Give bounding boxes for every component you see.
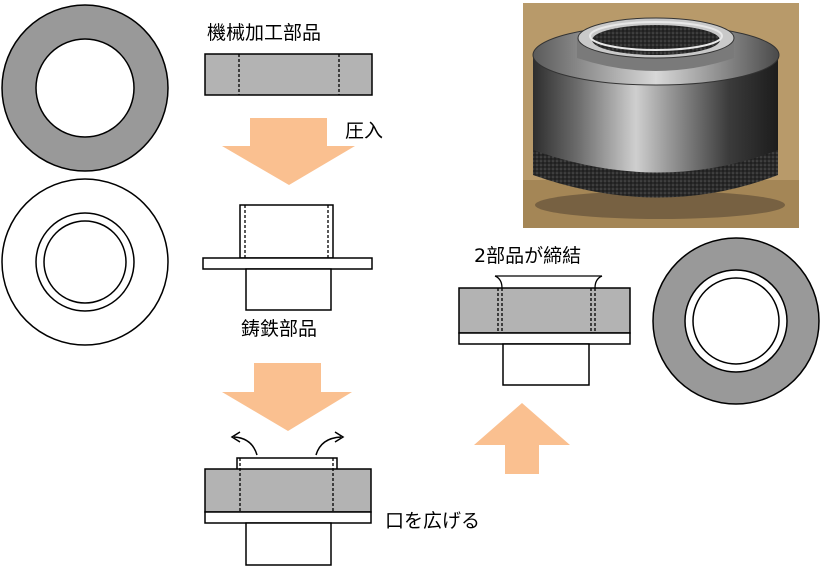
pressed-assembly-section	[204, 457, 372, 566]
top-ring-machined	[1, 4, 169, 172]
middle-ring-assembly	[1, 178, 169, 346]
cast-iron-part-section	[202, 204, 373, 311]
photo-of-assembled-part	[523, 3, 799, 228]
left-widen-arrow-icon	[230, 431, 258, 456]
press-fit-arrow	[222, 118, 355, 185]
widen-process-arrow	[392, 403, 570, 474]
fastened-assembly-section	[458, 275, 631, 386]
machined-part-section	[204, 53, 373, 96]
widen-opening-label: 口を広げる	[385, 510, 481, 532]
press-fit-label: 圧入	[345, 120, 384, 142]
machined-part-label: 機械加工部品	[207, 22, 322, 44]
fastened-ring	[652, 237, 820, 405]
assembly-arrow	[222, 363, 352, 431]
cast-iron-part-label: 鋳鉄部品	[241, 318, 318, 340]
two-parts-fastened-label: 2部品が締結	[474, 245, 582, 267]
right-widen-arrow-icon	[315, 431, 345, 456]
